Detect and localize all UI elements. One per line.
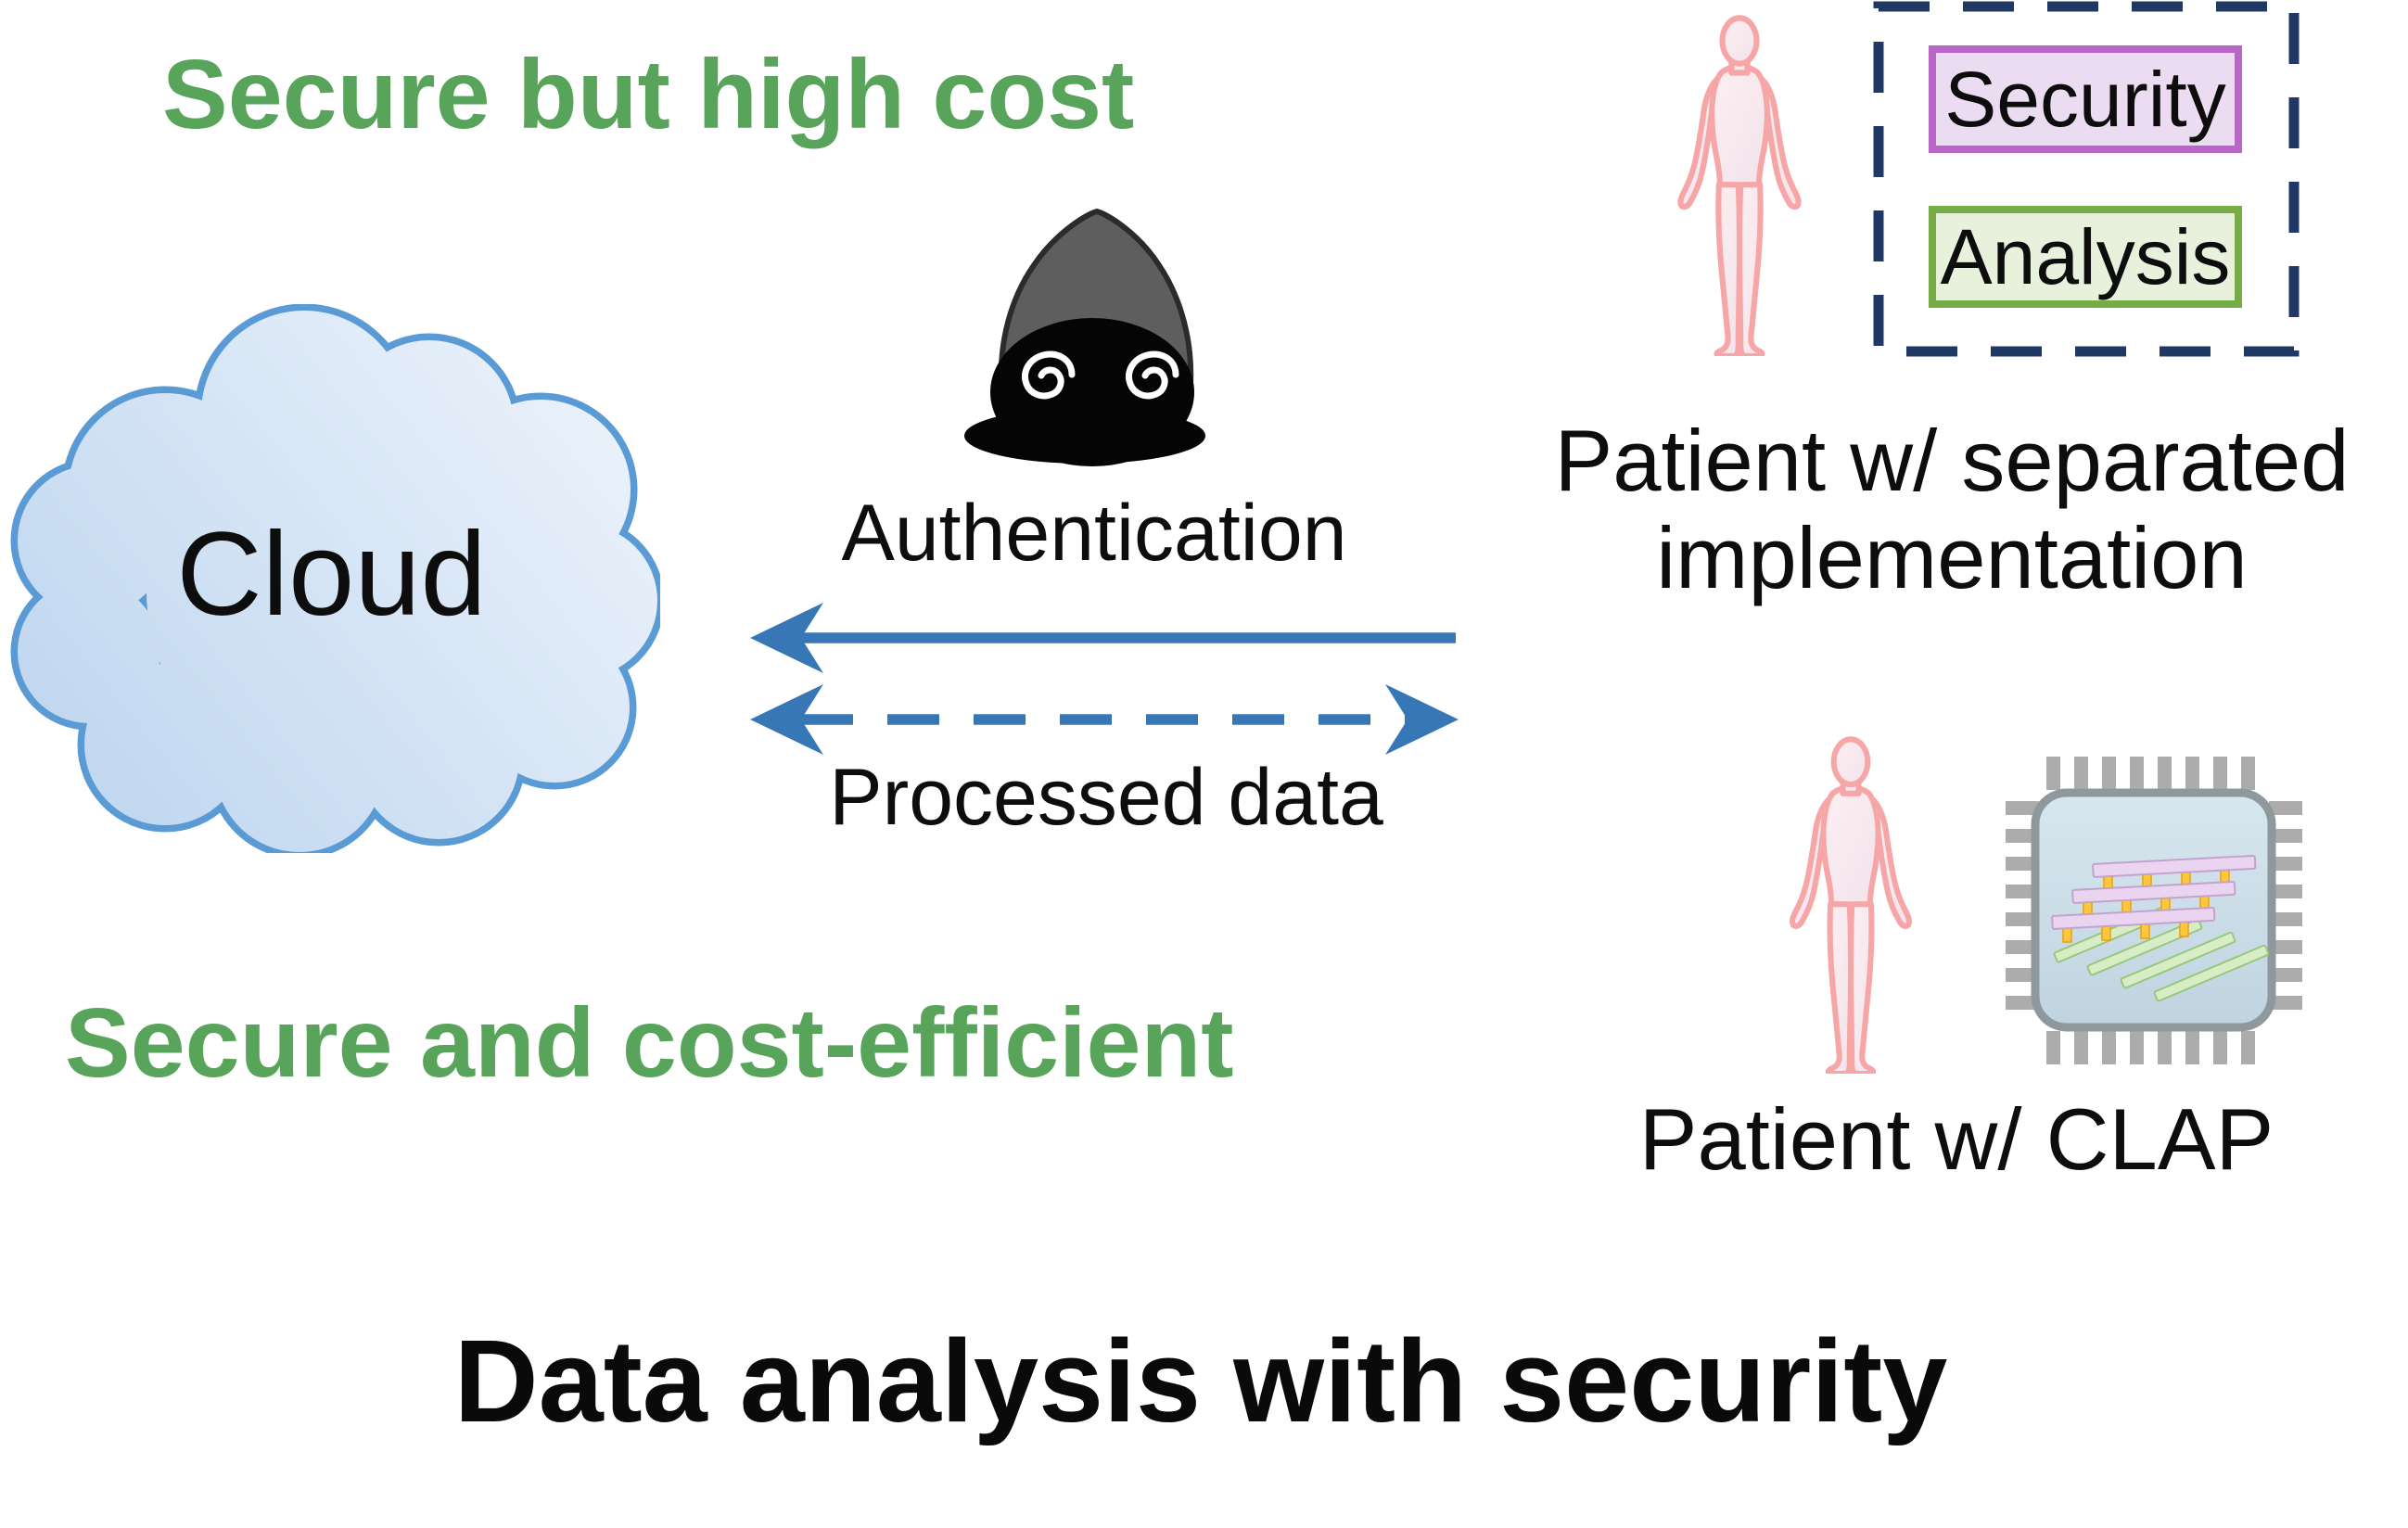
heading-secure-high-cost: Secure but high cost [162, 40, 1135, 149]
microchip-icon [2006, 757, 2302, 1064]
hooded-attacker-icon [946, 202, 1224, 471]
processed-data-label: Processed data [829, 753, 1383, 842]
patient-silhouette-icon [1660, 11, 1819, 356]
dashed-frame [1872, 0, 2304, 363]
analysis-label: Analysis [1940, 212, 2231, 300]
security-box: Security [1929, 45, 2242, 153]
security-label: Security [1944, 55, 2226, 143]
heading-secure-cost-efficient: Secure and cost-efficient [65, 988, 1234, 1098]
solid-left-arrow-icon [747, 598, 1461, 678]
cloud-label: Cloud [176, 508, 487, 641]
cloud-shape-icon [7, 304, 660, 853]
chip-pins [2006, 757, 2302, 1064]
crossbar-array-icon [2051, 854, 2270, 1002]
patient-separated-line2: implementation [1656, 509, 2248, 607]
authentication-label: Authentication [841, 489, 1347, 578]
page-title: Data analysis with security [453, 1316, 1948, 1446]
patient-silhouette-icon [1771, 732, 1930, 1074]
dashed-double-arrow-icon [747, 680, 1461, 759]
spiral-eye-icon [1022, 350, 1179, 400]
patient-separated-line1: Patient w/ separated [1554, 412, 2350, 509]
patient-separated-caption: Patient w/ separated implementation [1539, 412, 2364, 607]
analysis-box: Analysis [1929, 206, 2242, 308]
patient-clap-caption: Patient w/ CLAP [1638, 1090, 2274, 1188]
